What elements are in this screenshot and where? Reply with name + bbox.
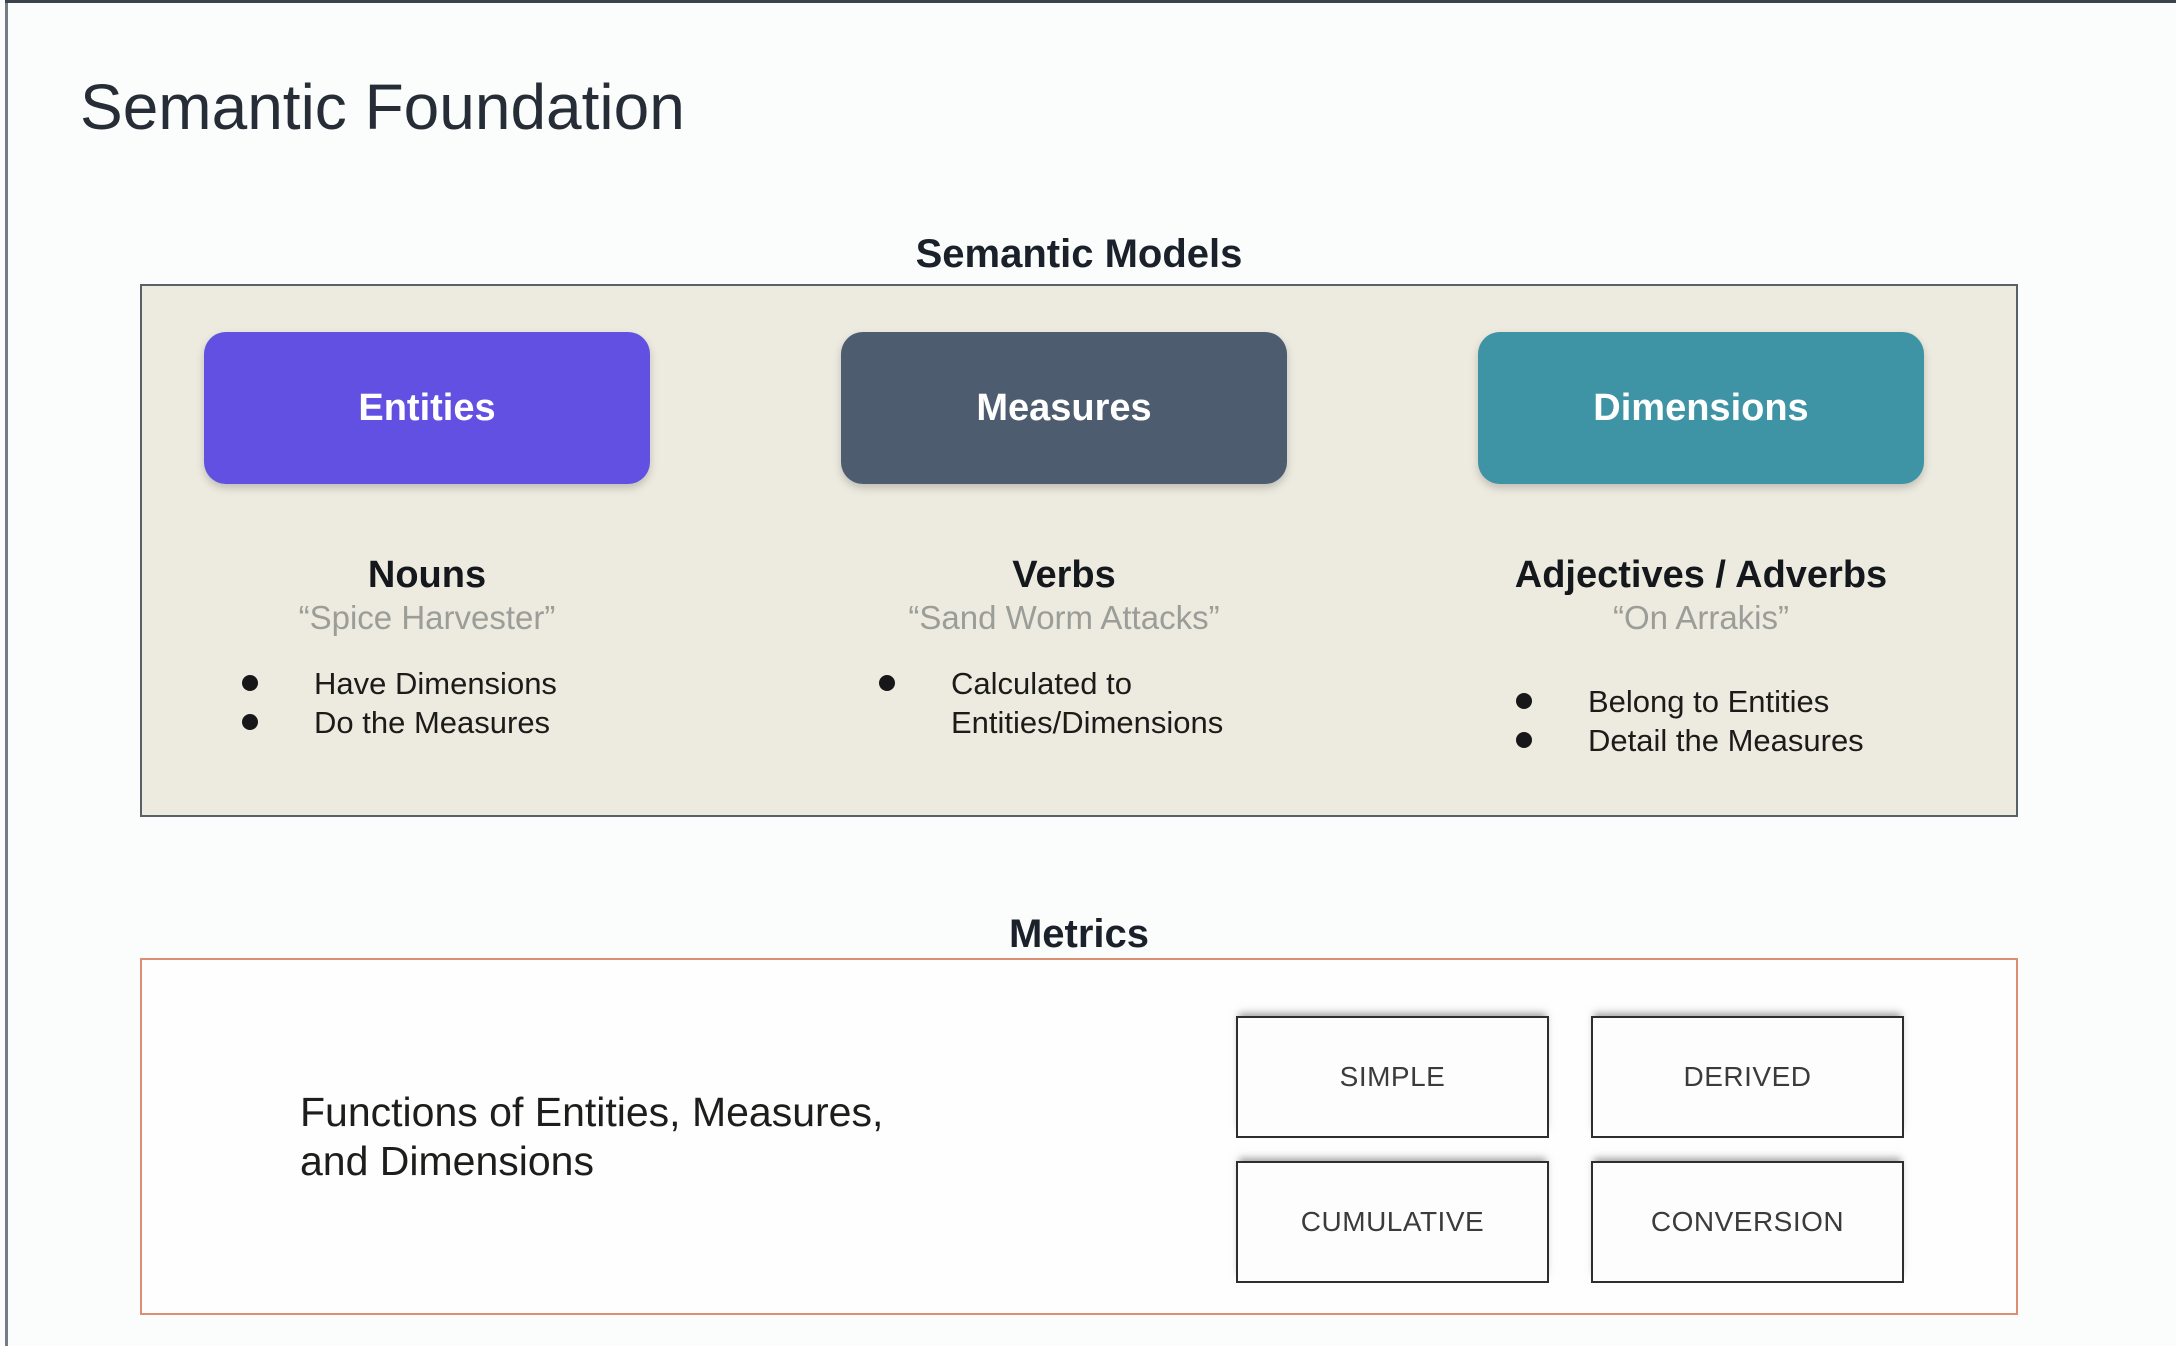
frame-edge-left <box>5 0 8 1346</box>
metrics-type-grid: SIMPLE DERIVED CUMULATIVE CONVERSION <box>1236 1016 1904 1283</box>
column-dimensions: Dimensions Adjectives / Adverbs “On Arra… <box>1466 332 1936 760</box>
dimensions-example-quote: “On Arrakis” <box>1612 599 1790 636</box>
list-item: Have Dimensions <box>242 664 662 703</box>
bullet-icon <box>242 714 258 730</box>
measures-part-of-speech: Verbs <box>1012 554 1116 596</box>
measures-bullet-list: Calculated to Entities/Dimensions <box>829 664 1299 742</box>
entities-example-quote: “Spice Harvester” <box>298 599 556 636</box>
bullet-icon <box>1516 732 1532 748</box>
dimensions-part-of-speech: Adjectives / Adverbs <box>1514 554 1888 596</box>
list-item: Do the Measures <box>242 703 662 742</box>
list-item: Belong to Entities <box>1516 682 1936 721</box>
column-entities: Entities Nouns “Spice Harvester” Have Di… <box>192 332 662 760</box>
metric-type-derived: DERIVED <box>1591 1016 1904 1138</box>
metrics-description: Functions of Entities, Measures, and Dim… <box>300 1089 884 1184</box>
dimensions-bullet-list: Belong to Entities Detail the Measures <box>1466 682 1936 760</box>
entities-box: Entities <box>204 332 650 484</box>
measures-box: Measures <box>841 332 1287 484</box>
metric-type-conversion: CONVERSION <box>1591 1161 1904 1283</box>
bullet-icon <box>1516 693 1532 709</box>
frame-edge-top <box>5 0 2176 3</box>
metric-type-cumulative: CUMULATIVE <box>1236 1161 1549 1283</box>
metrics-heading: Metrics <box>1008 912 1150 956</box>
entities-bullet-list: Have Dimensions Do the Measures <box>192 664 662 742</box>
semantic-models-panel: Entities Nouns “Spice Harvester” Have Di… <box>140 284 2018 817</box>
list-item: Detail the Measures <box>1516 721 1936 760</box>
entities-part-of-speech: Nouns <box>367 554 487 596</box>
dimensions-box: Dimensions <box>1478 332 1924 484</box>
bullet-icon <box>879 675 895 691</box>
measures-example-quote: “Sand Worm Attacks” <box>908 599 1220 636</box>
bullet-icon <box>242 675 258 691</box>
metric-type-simple: SIMPLE <box>1236 1016 1549 1138</box>
metrics-panel: Functions of Entities, Measures, and Dim… <box>140 958 2018 1315</box>
list-item: Calculated to Entities/Dimensions <box>879 664 1299 742</box>
semantic-models-columns: Entities Nouns “Spice Harvester” Have Di… <box>142 286 2016 760</box>
semantic-models-heading: Semantic Models <box>915 232 1243 276</box>
column-measures: Measures Verbs “Sand Worm Attacks” Calcu… <box>829 332 1299 760</box>
page-title: Semantic Foundation <box>80 71 685 143</box>
